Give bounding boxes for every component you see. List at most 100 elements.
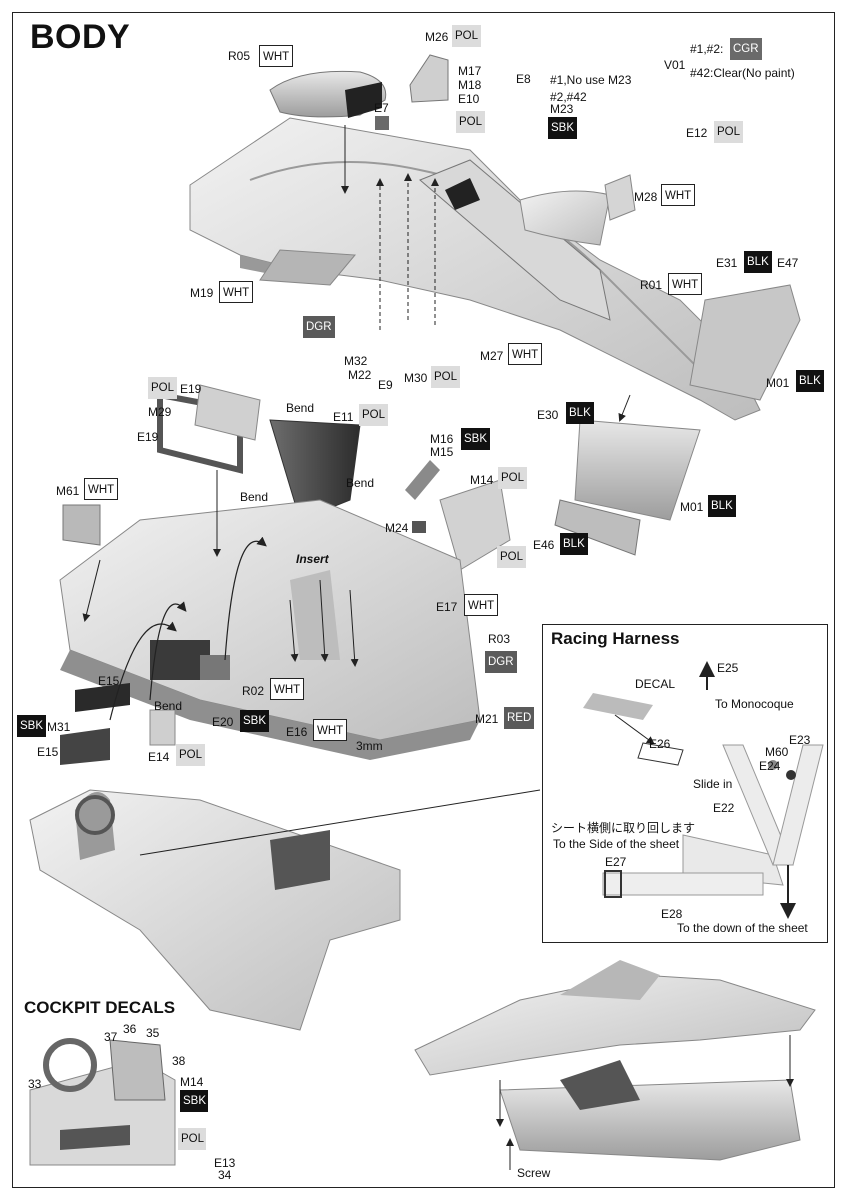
decal-34: 34 <box>218 1168 232 1182</box>
front-wing-plate <box>574 419 701 521</box>
lower-tub-assembly <box>59 499 481 760</box>
tag-e10: POL <box>456 111 486 133</box>
label-e28: E28 <box>661 907 683 921</box>
label-e23: E23 <box>789 733 811 747</box>
lower-panel-part <box>60 728 110 765</box>
mirror-part <box>604 174 636 221</box>
harness-decal <box>583 693 653 720</box>
windscreen-part <box>519 190 611 246</box>
tag-r02: WHT <box>270 678 305 700</box>
label-m30: M30 <box>404 371 428 385</box>
radiator-panel-part <box>194 384 261 441</box>
label-jp-note: シート横側に取り回します <box>551 821 696 835</box>
decal-37: 37 <box>104 1030 118 1044</box>
tag-m01b: BLK <box>708 495 736 517</box>
front-wing-endplate <box>554 499 641 556</box>
label-m60: M60 <box>765 745 789 759</box>
label-e10: E10 <box>458 92 480 106</box>
label-e12: E12 <box>686 126 708 140</box>
bulkhead-part <box>439 479 511 571</box>
tag-bulkhead: POL <box>497 546 527 568</box>
label-m28: M28 <box>634 190 658 204</box>
tag-e46: BLK <box>560 533 588 555</box>
e23-dot <box>768 760 778 770</box>
label-e25: E25 <box>717 661 739 675</box>
lap-belt <box>602 872 764 896</box>
label-e19b: E19 <box>137 430 159 444</box>
label-e9: E9 <box>378 378 393 392</box>
label-side-note: To the Side of the sheet <box>553 837 680 851</box>
tag-m16: SBK <box>461 428 491 450</box>
tag-r05: WHT <box>259 45 294 67</box>
upper-body-cowl <box>189 117 801 421</box>
decal-33: 33 <box>28 1077 42 1091</box>
cockpit-assembled-view <box>29 789 541 1031</box>
arrow-insert-1 <box>289 599 299 662</box>
label-e27: E27 <box>605 855 627 869</box>
label-e24: E24 <box>759 759 781 773</box>
note-bend-1: Bend <box>286 401 315 415</box>
tag-e31: BLK <box>744 251 772 273</box>
tag-m61: WHT <box>84 478 119 500</box>
label-e16: E16 <box>286 725 308 739</box>
tag-v01: CGR <box>730 38 762 60</box>
tag-e14: POL <box>176 744 206 766</box>
tag-e19a: POL <box>148 377 178 399</box>
label-m01a: M01 <box>766 376 790 390</box>
label-e17: E17 <box>436 600 458 614</box>
arrow-curve-2 <box>149 601 187 701</box>
page-title: BODY <box>30 18 131 56</box>
label-m31: M31 <box>47 720 71 734</box>
tag-dgr-sidepod: DGR <box>303 316 335 338</box>
tag-m23: SBK <box>548 117 578 139</box>
arrow-insert-2 <box>319 579 329 662</box>
harness-slide-arrow <box>614 714 655 745</box>
label-m32: M32 <box>344 354 368 368</box>
note-bend-2: Bend <box>240 490 269 504</box>
tag-r01: WHT <box>668 273 703 295</box>
label-m16: M16 <box>430 432 454 446</box>
seat-harness-anchor <box>75 683 130 712</box>
decal-35: 35 <box>146 1026 160 1040</box>
label-e30: E30 <box>537 408 559 422</box>
cockpit-steering-wheel <box>43 1038 97 1092</box>
tag-e12: POL <box>714 121 744 143</box>
bent-floor-panel <box>269 419 361 521</box>
label-e11: E11 <box>333 410 354 424</box>
arrow-curve-3 <box>224 536 267 661</box>
arrow-curve-1 <box>109 621 177 721</box>
tag-m01a: BLK <box>796 370 824 392</box>
steering-column-part <box>405 460 440 500</box>
decal-36: 36 <box>123 1022 137 1036</box>
label-v01: V01 <box>664 58 686 72</box>
note-screw: Screw <box>517 1166 551 1180</box>
decal-38: 38 <box>172 1054 186 1068</box>
e7-swatch <box>375 116 389 130</box>
label-r01: R01 <box>640 278 663 292</box>
label-m24: M24 <box>385 521 409 535</box>
label-e26: E26 <box>649 737 671 751</box>
label-m01b: M01 <box>680 500 704 514</box>
label-m22: M22 <box>348 368 372 382</box>
label-m26: M26 <box>425 30 449 44</box>
steering-wheel <box>75 795 115 835</box>
label-e46: E46 <box>533 538 555 552</box>
label-e7: E7 <box>374 101 389 115</box>
callout-line <box>139 789 541 856</box>
tag-m14: POL <box>498 467 528 489</box>
note-bend-4: Bend <box>154 699 183 713</box>
tag-m21: RED <box>504 707 535 729</box>
label-m61: M61 <box>56 484 80 498</box>
label-e14: E14 <box>148 750 170 764</box>
note-3mm: 3mm <box>356 739 383 753</box>
tag-m31: SBK <box>17 715 47 737</box>
m24-swatch <box>412 521 426 533</box>
label-e8: E8 <box>516 72 531 86</box>
label-r02: R02 <box>242 684 265 698</box>
label-m21: M21 <box>475 712 499 726</box>
label-m17: M17 <box>458 64 482 78</box>
side-duct-part <box>62 504 101 546</box>
note-insert: Insert <box>296 552 329 566</box>
arrow-wing <box>618 394 631 422</box>
